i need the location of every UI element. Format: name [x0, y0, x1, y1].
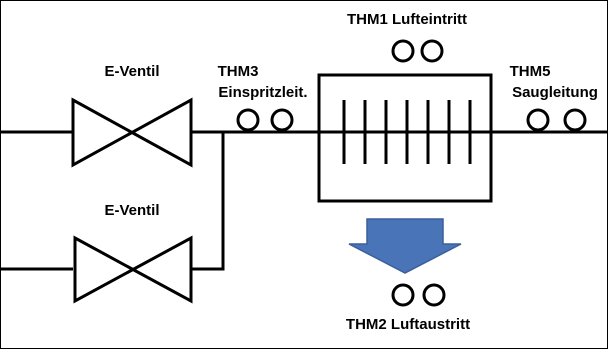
branch-pipe: [1, 132, 225, 271]
valve-bottom-icon: [73, 235, 193, 304]
thm3-label-line1: THM3: [218, 63, 259, 80]
sensor-thm1-icon: [391, 39, 444, 63]
sensor-thm3-icon: [236, 108, 294, 132]
thm3-label-line2: Einspritzleit.: [218, 84, 307, 101]
valve-top-icon: [71, 97, 193, 168]
thm1-label: THM1 Lufteintritt: [347, 11, 467, 28]
thm5-label-line1: THM5: [510, 63, 551, 80]
valve-top-label: E-Ventil: [104, 63, 159, 80]
thm5-label-line2: Saugleitung: [512, 84, 598, 101]
air-flow-down-arrow-icon: [348, 218, 462, 274]
valve-bottom-label: E-Ventil: [104, 202, 159, 219]
sensor-thm5-icon: [526, 108, 587, 132]
heat-exchanger-icon: [317, 73, 493, 203]
thm2-label: THM2 Luftaustritt: [346, 316, 470, 333]
sensor-thm2-icon: [391, 283, 446, 307]
